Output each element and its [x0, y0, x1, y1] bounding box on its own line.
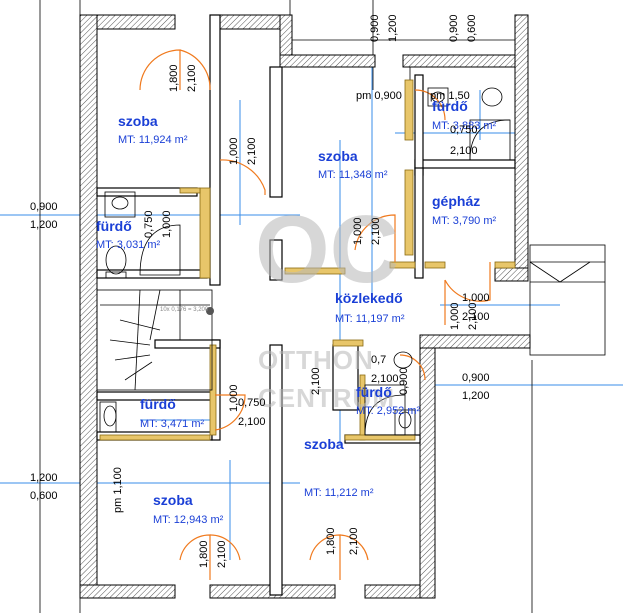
dim-label: 0,600 — [466, 14, 478, 42]
room-name: szoba — [118, 113, 158, 129]
sanitary-fixtures — [99, 87, 511, 436]
dim-label: 2,100 — [216, 540, 228, 568]
dim-label: 1,800 — [198, 540, 210, 568]
dim-label: pm 0,900 — [356, 90, 402, 102]
room-name: fürdő — [432, 98, 468, 114]
staircase — [96, 289, 214, 391]
dim-label: 1,000 — [228, 137, 240, 165]
room-name: szoba — [153, 492, 193, 508]
dim-label: 0,750 — [143, 210, 155, 238]
room-area: MT: 11,924 m² — [118, 134, 188, 146]
dim-label: 2,100 — [462, 311, 490, 323]
dim-label: 2,100 — [450, 145, 478, 157]
dim-label: 1,000 — [462, 292, 490, 304]
dim-label: 1,000 — [352, 217, 364, 245]
dim-label: 2,100 — [186, 64, 198, 92]
room-name: fürdő — [356, 384, 392, 400]
room-name: szoba — [318, 148, 358, 164]
dim-label: 1,000 — [161, 210, 173, 238]
watermark-text-1: OTTHON — [258, 345, 374, 375]
dim-label: 0,900 — [448, 14, 460, 42]
dim-label: 2,100 — [371, 373, 399, 385]
room-area: MT: 3,790 m² — [432, 215, 497, 227]
dim-label: 0,900 — [398, 367, 410, 395]
room-area: MT: 2,952 m² — [356, 405, 421, 417]
dim-label: pm 1,50 — [430, 90, 470, 102]
dim-label: 2,100 — [246, 137, 258, 165]
room-area: MT: 11,212 m² — [304, 487, 374, 499]
room-name: fürdő — [96, 218, 132, 234]
stair-label: 10x 0,176 = 3,200 — [160, 307, 209, 313]
dim-label: pm 1,100 — [112, 467, 124, 513]
dim-label: 0,600 — [30, 490, 58, 502]
room-area: MT: 12,943 m² — [153, 514, 224, 526]
room-name: közlekedő — [335, 290, 403, 306]
watermark-logo: OC — [255, 196, 399, 303]
room-area: MT: 11,197 m² — [335, 313, 405, 325]
room-area: MT: 11,348 m² — [318, 169, 388, 181]
dim-label: 0,750 — [450, 124, 478, 136]
room-name: gépház — [432, 193, 481, 209]
wall-insulation — [99, 79, 516, 441]
dim-label: 2,100 — [370, 217, 382, 245]
watermark-text-2: CENTRUM — [258, 383, 395, 413]
dim-label: 1,200 — [387, 14, 399, 42]
room-area: MT: 3,031 m² — [96, 239, 161, 251]
dim-label: 0,900 — [30, 201, 58, 213]
room-name: fürdő — [140, 396, 176, 412]
room-area: MT: 3,883 m² — [432, 120, 497, 132]
dim-label: 1,000 — [449, 302, 461, 330]
outer-walls — [79, 14, 531, 599]
room-area: MT: 3,471 m² — [140, 418, 205, 430]
dim-label: 0,900 — [462, 372, 490, 384]
dim-label: 2,100 — [467, 302, 479, 330]
dim-label: 1,000 — [228, 384, 240, 412]
dim-label: 0,750 — [238, 397, 266, 409]
dim-label: 1,200 — [462, 390, 490, 402]
dim-label: 1,200 — [30, 472, 58, 484]
door-swings — [139, 49, 491, 580]
dim-label: 0,7 — [371, 354, 387, 366]
dim-label: 2,100 — [310, 367, 322, 395]
dim-label: 2,100 — [348, 527, 360, 555]
dim-label: 1,200 — [30, 219, 58, 231]
dim-label: 1,800 — [325, 527, 337, 555]
exterior-steps — [529, 244, 606, 356]
room-name: szoba — [304, 436, 344, 452]
dim-label: 2,100 — [238, 416, 266, 428]
dim-label: 0,900 — [369, 14, 381, 42]
dim-label: 1,800 — [168, 64, 180, 92]
